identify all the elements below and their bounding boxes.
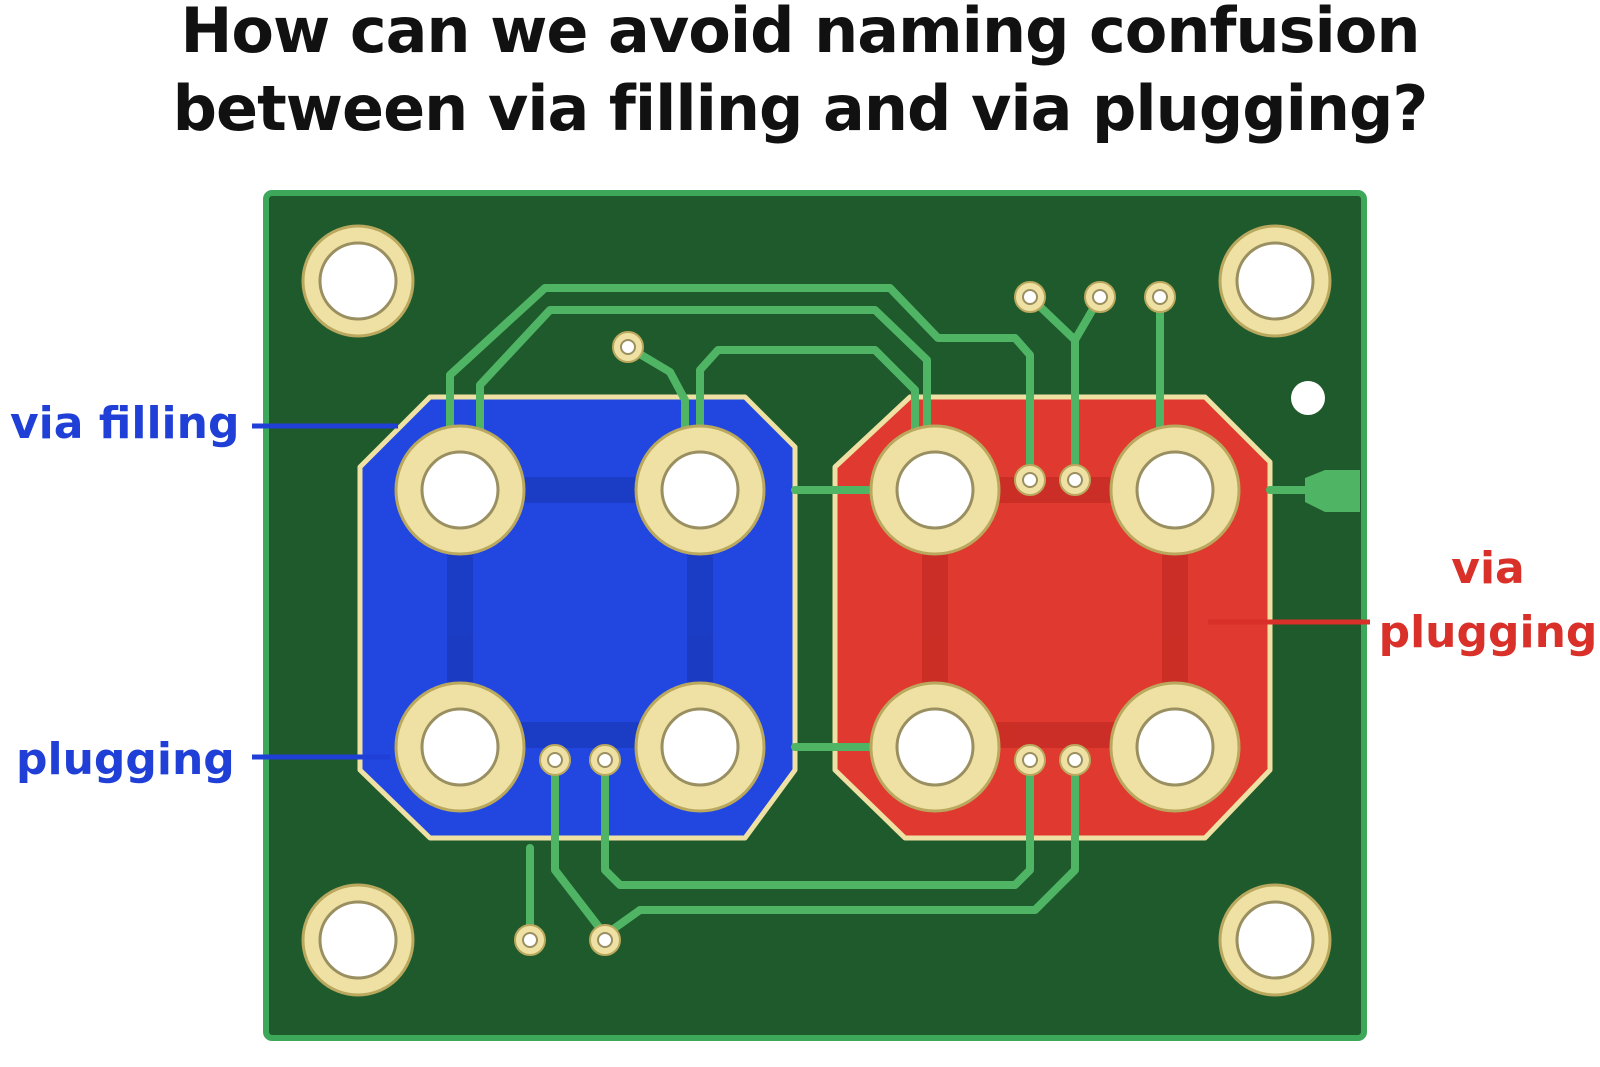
via-hole	[660, 707, 740, 787]
small-via-hole	[1092, 289, 1108, 305]
via-plugging-label-line-2: plugging	[1379, 607, 1598, 658]
plugging-label: plugging	[16, 734, 235, 785]
via-hole	[895, 450, 975, 530]
mounting-holes	[301, 224, 1332, 997]
mounting-hole-center	[1235, 241, 1315, 321]
fiducial-hole	[1291, 381, 1325, 415]
small-via-hole	[1152, 289, 1168, 305]
edge-connector-pad	[1305, 470, 1360, 512]
small-via-hole	[522, 932, 538, 948]
mounting-hole-center	[318, 241, 398, 321]
via-hole	[895, 707, 975, 787]
mounting-hole-center	[1235, 900, 1315, 980]
page-title: How can we avoid naming confusion betwee…	[0, 0, 1600, 148]
via-hole	[420, 450, 500, 530]
small-via-hole	[1067, 752, 1083, 768]
small-via-hole	[1022, 752, 1038, 768]
small-via-hole	[1067, 472, 1083, 488]
small-via-hole	[547, 752, 563, 768]
via-hole	[420, 707, 500, 787]
small-via-hole	[597, 752, 613, 768]
title-line-2: between via filling and via plugging?	[172, 72, 1429, 145]
title-line-1: How can we avoid naming confusion	[180, 0, 1420, 67]
traces	[446, 284, 1314, 939]
small-via-hole	[620, 339, 636, 355]
large-via-pads	[394, 424, 1241, 813]
via-hole	[660, 450, 740, 530]
small-via-holes	[522, 289, 1168, 948]
small-via-hole	[597, 932, 613, 948]
small-via-hole	[1022, 472, 1038, 488]
via-hole	[1135, 707, 1215, 787]
mounting-hole-center	[318, 900, 398, 980]
via-filling-label: via filling	[10, 398, 239, 449]
via-hole	[1135, 450, 1215, 530]
small-via-hole	[1022, 289, 1038, 305]
via-plugging-label-line-1: via	[1451, 543, 1524, 594]
